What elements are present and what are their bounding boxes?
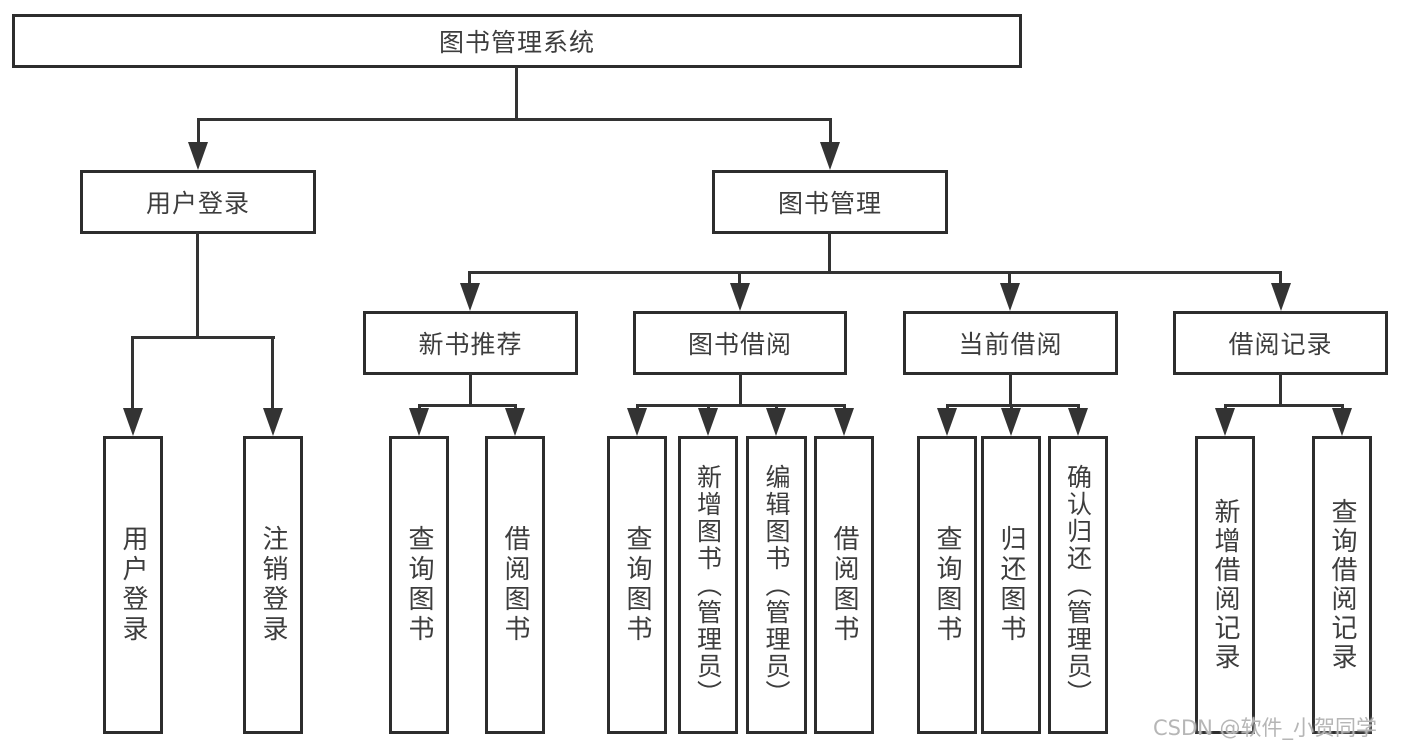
node-borrow-records: 借阅记录 — [1173, 311, 1388, 375]
node-label: 查询图书 — [404, 525, 434, 645]
connector-new-book-recommend-rail — [418, 404, 517, 407]
node-label: 新增图书（管理员） — [693, 463, 723, 707]
node-borrow-books-recommend: 借阅图书 — [485, 436, 545, 734]
arrow-down-icon — [1068, 408, 1088, 436]
connector-root-rail — [197, 118, 831, 121]
node-return-books: 归还图书 — [981, 436, 1041, 734]
connector-drop-borrow-records — [1279, 271, 1282, 287]
connector-current-borrow-stem — [1009, 373, 1012, 406]
connector-book-management-rail — [469, 271, 1282, 274]
node-edit-books-admin: 编辑图书（管理员） — [746, 436, 807, 734]
arrow-down-icon — [1332, 408, 1352, 436]
connector-drop-book-borrow — [738, 271, 741, 287]
arrow-down-icon — [123, 408, 143, 436]
arrow-down-icon — [627, 408, 647, 436]
connector-drop-user-login — [197, 118, 200, 148]
connector-borrow-records-rail — [1224, 404, 1343, 407]
connector-drop-book-management — [829, 118, 832, 148]
arrow-down-icon — [1001, 408, 1021, 436]
arrow-down-icon — [263, 408, 283, 436]
node-label: 图书管理 — [777, 189, 882, 218]
connector-user-login-stem — [196, 232, 199, 338]
node-label: 查询图书 — [932, 525, 962, 645]
node-new-book-recommend: 新书推荐 — [363, 311, 578, 375]
arrow-down-icon — [1215, 408, 1235, 436]
node-label: 用户登录 — [118, 525, 148, 645]
arrow-down-icon — [505, 408, 525, 436]
node-add-borrow-record: 新增借阅记录 — [1195, 436, 1255, 734]
arrow-down-icon — [820, 142, 840, 170]
node-user-login: 用户登录 — [80, 170, 316, 234]
arrow-down-icon — [730, 283, 750, 311]
node-label: 图书借阅 — [687, 330, 792, 359]
node-logout-action: 注销登录 — [243, 436, 303, 734]
node-user-login-action: 用户登录 — [103, 436, 163, 734]
node-label: 借阅图书 — [829, 525, 859, 645]
arrow-down-icon — [766, 408, 786, 436]
arrow-down-icon — [937, 408, 957, 436]
node-label: 查询借阅记录 — [1327, 498, 1357, 672]
node-query-books-recommend: 查询图书 — [389, 436, 449, 734]
arrow-down-icon — [1271, 283, 1291, 311]
node-label: 查询图书 — [622, 525, 652, 645]
connector-book-management-stem — [828, 232, 831, 273]
arrow-down-icon — [409, 408, 429, 436]
node-confirm-return-admin: 确认归还（管理员） — [1048, 436, 1108, 734]
node-label: 图书管理系统 — [438, 28, 595, 57]
node-query-borrow-record: 查询借阅记录 — [1312, 436, 1372, 734]
connector-drop-logout-action — [271, 336, 274, 412]
node-query-books-current: 查询图书 — [917, 436, 977, 734]
node-root-library-system: 图书管理系统 — [12, 14, 1022, 68]
node-label: 注销登录 — [258, 525, 288, 645]
connector-book-borrow-stem — [739, 373, 742, 406]
node-book-management: 图书管理 — [712, 170, 948, 234]
node-current-borrow: 当前借阅 — [903, 311, 1118, 375]
connector-root-stem — [515, 67, 518, 119]
node-label: 借阅记录 — [1228, 330, 1333, 359]
node-add-books-admin: 新增图书（管理员） — [678, 436, 738, 734]
arrow-down-icon — [460, 283, 480, 311]
node-label: 当前借阅 — [958, 330, 1063, 359]
connector-book-borrow-rail — [636, 404, 845, 407]
connector-new-book-recommend-stem — [469, 373, 472, 406]
node-borrow-books-borrow: 借阅图书 — [814, 436, 874, 734]
connector-borrow-records-stem — [1279, 373, 1282, 406]
connector-drop-current-borrow — [1008, 271, 1011, 287]
node-label: 归还图书 — [996, 525, 1026, 645]
csdn-watermark: CSDN @软件_小贺同学 — [1153, 716, 1378, 740]
arrow-down-icon — [1000, 283, 1020, 311]
node-label: 借阅图书 — [500, 525, 530, 645]
node-label: 编辑图书（管理员） — [762, 463, 791, 707]
node-book-borrow: 图书借阅 — [633, 311, 847, 375]
arrow-down-icon — [834, 408, 854, 436]
arrow-down-icon — [698, 408, 718, 436]
connector-drop-user-login-action — [131, 336, 134, 412]
connector-user-login-rail — [131, 336, 275, 339]
node-label: 确认归还（管理员） — [1063, 463, 1093, 707]
node-label: 新书推荐 — [418, 330, 523, 359]
node-label: 用户登录 — [145, 189, 250, 218]
node-query-books-borrow: 查询图书 — [607, 436, 667, 734]
arrow-down-icon — [188, 142, 208, 170]
connector-drop-new-book-recommend — [468, 271, 471, 287]
node-label: 新增借阅记录 — [1210, 498, 1240, 672]
